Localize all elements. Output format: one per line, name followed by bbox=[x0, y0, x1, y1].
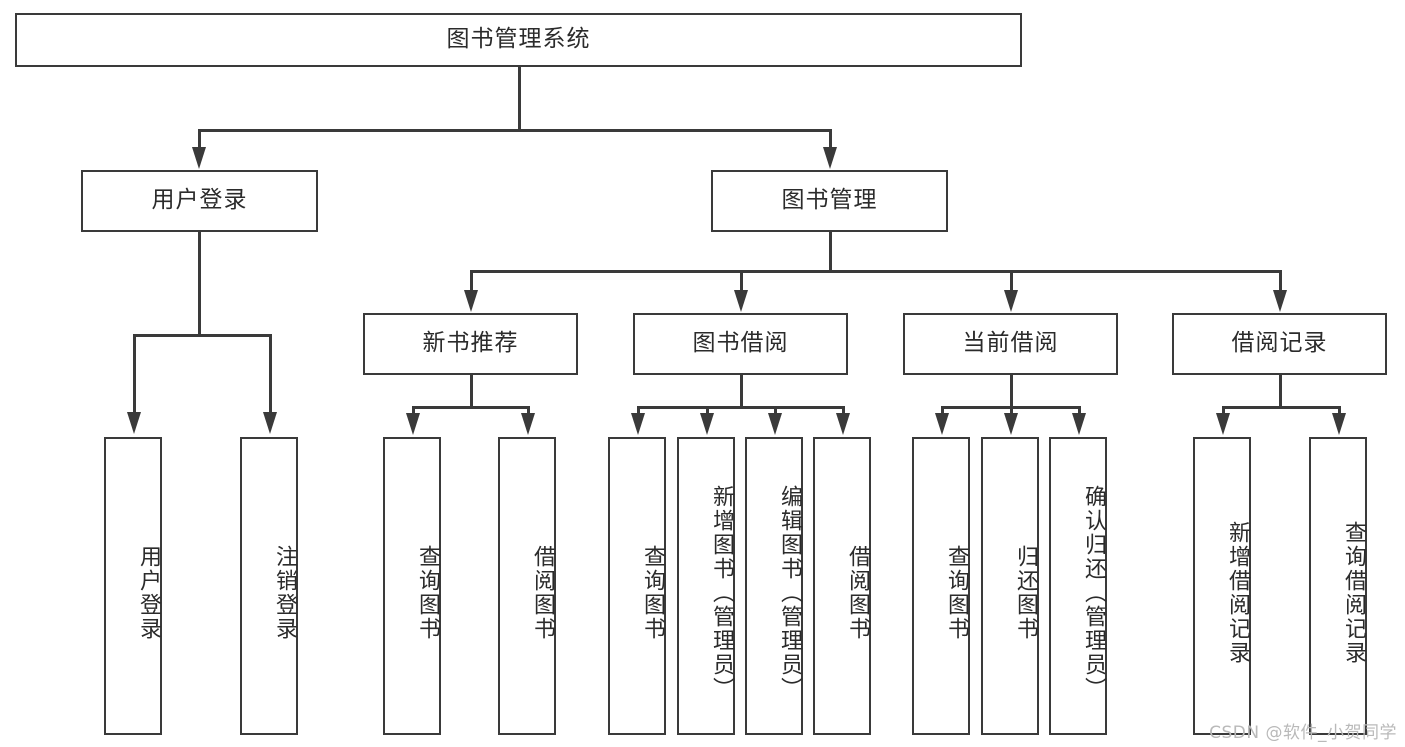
node-leaf-query-book-1[interactable]: 查询图书 bbox=[383, 437, 441, 735]
connector-book-borrow-bus bbox=[637, 406, 844, 409]
node-leaf-user-login[interactable]: 用户登录 bbox=[104, 437, 162, 735]
node-new-book-recommend[interactable]: 新书推荐 bbox=[363, 313, 578, 375]
connector-borrow-record-stem bbox=[1279, 375, 1282, 408]
connector-user-login-drop-2 bbox=[269, 334, 272, 414]
connector-book-borrow-stem bbox=[740, 375, 743, 408]
node-label: 查询借阅记录 bbox=[1341, 521, 1366, 665]
arrowhead-leaf-borrow-book-1 bbox=[521, 413, 535, 435]
arrowhead-to-book-management bbox=[823, 147, 837, 169]
arrowhead-to-new-book-recommend bbox=[464, 290, 478, 312]
connector-borrow-record-bus bbox=[1222, 406, 1340, 409]
node-label: 用户登录 bbox=[151, 187, 248, 214]
node-label: 当前借阅 bbox=[962, 330, 1059, 357]
node-label: 归还图书 bbox=[1013, 545, 1038, 641]
connector-bb-drop-4 bbox=[842, 406, 845, 416]
connector-nbr-drop-2 bbox=[527, 406, 530, 416]
node-label: 注销登录 bbox=[272, 545, 297, 641]
arrowhead-leaf-add-book bbox=[700, 413, 714, 435]
arrowhead-to-user-login bbox=[192, 147, 206, 169]
watermark-text: CSDN @软件_小贺同学 bbox=[1209, 723, 1397, 743]
connector-to-borrow-record bbox=[1279, 270, 1282, 292]
node-leaf-borrow-book-2[interactable]: 借阅图书 bbox=[813, 437, 871, 735]
node-label: 借阅图书 bbox=[845, 545, 870, 641]
connector-bb-drop-3 bbox=[774, 406, 777, 416]
node-label: 借阅记录 bbox=[1231, 330, 1328, 357]
connector-br-drop-1 bbox=[1222, 406, 1225, 416]
connector-cb-drop-2 bbox=[1010, 406, 1013, 416]
node-label: 新增借阅记录 bbox=[1225, 521, 1250, 665]
node-root-book-management-system[interactable]: 图书管理系统 bbox=[15, 13, 1022, 67]
connector-to-book-borrow bbox=[740, 270, 743, 292]
connector-level1-bus bbox=[198, 129, 830, 132]
node-user-login[interactable]: 用户登录 bbox=[81, 170, 318, 232]
arrowhead-leaf-return-book bbox=[1004, 413, 1018, 435]
node-label: 新增图书（管理员） bbox=[709, 485, 734, 701]
connector-user-login-stem bbox=[198, 232, 201, 336]
connector-cb-drop-3 bbox=[1078, 406, 1081, 416]
node-label: 借阅图书 bbox=[530, 545, 555, 641]
arrowhead-leaf-query-book-3 bbox=[935, 413, 949, 435]
arrowhead-leaf-query-record bbox=[1332, 413, 1346, 435]
node-leaf-borrow-book-1[interactable]: 借阅图书 bbox=[498, 437, 556, 735]
connector-new-book-recommend-stem bbox=[470, 375, 473, 408]
connector-to-user-login bbox=[198, 129, 201, 149]
node-leaf-confirm-return[interactable]: 确认归还（管理员） bbox=[1049, 437, 1107, 735]
connector-new-book-recommend-bus bbox=[412, 406, 529, 409]
connector-br-drop-2 bbox=[1338, 406, 1341, 416]
arrowhead-leaf-edit-book bbox=[768, 413, 782, 435]
arrowhead-leaf-user-login bbox=[127, 412, 141, 434]
node-label: 编辑图书（管理员） bbox=[777, 485, 802, 701]
connector-user-login-bus bbox=[133, 334, 271, 337]
node-label: 确认归还（管理员） bbox=[1081, 485, 1106, 701]
connector-current-borrow-stem bbox=[1010, 375, 1013, 408]
connector-to-current-borrow bbox=[1010, 270, 1013, 292]
node-label: 查询图书 bbox=[415, 545, 440, 641]
arrowhead-to-borrow-record bbox=[1273, 290, 1287, 312]
arrowhead-leaf-borrow-book-2 bbox=[836, 413, 850, 435]
node-label: 用户登录 bbox=[136, 545, 161, 641]
connector-book-management-stem bbox=[829, 232, 832, 272]
node-leaf-query-book-2[interactable]: 查询图书 bbox=[608, 437, 666, 735]
node-leaf-edit-book[interactable]: 编辑图书（管理员） bbox=[745, 437, 803, 735]
node-borrow-record[interactable]: 借阅记录 bbox=[1172, 313, 1387, 375]
node-leaf-user-logout[interactable]: 注销登录 bbox=[240, 437, 298, 735]
arrowhead-leaf-user-logout bbox=[263, 412, 277, 434]
connector-root-stem bbox=[518, 67, 521, 131]
connector-bb-drop-1 bbox=[637, 406, 640, 416]
arrowhead-leaf-query-book-2 bbox=[631, 413, 645, 435]
node-book-management[interactable]: 图书管理 bbox=[711, 170, 948, 232]
node-leaf-query-book-3[interactable]: 查询图书 bbox=[912, 437, 970, 735]
node-leaf-add-record[interactable]: 新增借阅记录 bbox=[1193, 437, 1251, 735]
arrowhead-leaf-query-book-1 bbox=[406, 413, 420, 435]
arrowhead-leaf-add-record bbox=[1216, 413, 1230, 435]
node-label: 查询图书 bbox=[640, 545, 665, 641]
node-leaf-return-book[interactable]: 归还图书 bbox=[981, 437, 1039, 735]
node-label: 新书推荐 bbox=[422, 330, 519, 357]
connector-nbr-drop-1 bbox=[412, 406, 415, 416]
arrowhead-to-current-borrow bbox=[1004, 290, 1018, 312]
node-label: 查询图书 bbox=[944, 545, 969, 641]
connector-to-new-book-recommend bbox=[470, 270, 473, 292]
arrowhead-to-book-borrow bbox=[734, 290, 748, 312]
node-label: 图书借阅 bbox=[692, 330, 789, 357]
node-leaf-add-book[interactable]: 新增图书（管理员） bbox=[677, 437, 735, 735]
connector-user-login-drop-1 bbox=[133, 334, 136, 414]
connector-cb-drop-1 bbox=[941, 406, 944, 416]
node-leaf-query-record[interactable]: 查询借阅记录 bbox=[1309, 437, 1367, 735]
arrowhead-leaf-confirm-return bbox=[1072, 413, 1086, 435]
connector-to-book-management bbox=[829, 129, 832, 149]
connector-bb-drop-2 bbox=[706, 406, 709, 416]
node-book-borrow[interactable]: 图书借阅 bbox=[633, 313, 848, 375]
node-label: 图书管理 bbox=[781, 187, 878, 214]
connector-level2-bus bbox=[470, 270, 1280, 273]
node-current-borrow[interactable]: 当前借阅 bbox=[903, 313, 1118, 375]
node-label: 图书管理系统 bbox=[446, 26, 591, 53]
